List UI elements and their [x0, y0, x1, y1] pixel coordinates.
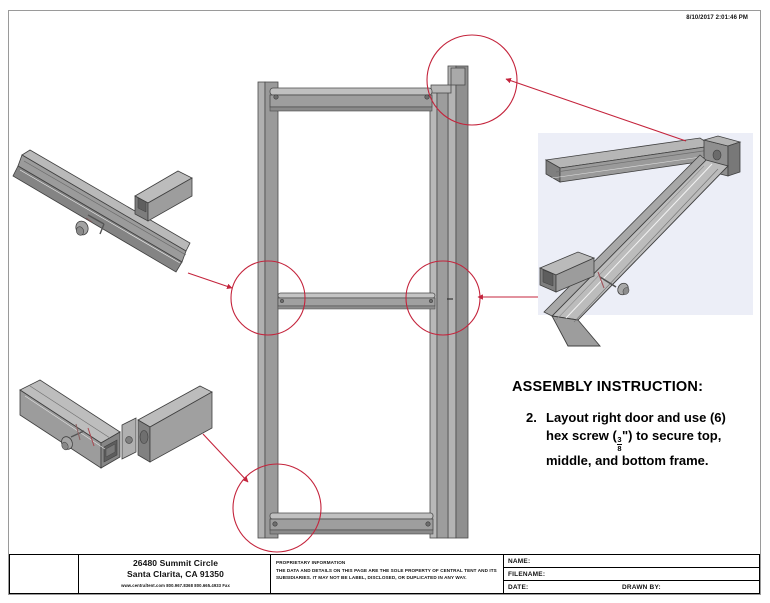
hex-screw-detail-right-render — [597, 271, 630, 296]
hex-screw-middle-right — [428, 298, 434, 304]
proprietary-body-text: THE DATA AND DETAILS ON THIS PAGE ARE TH… — [276, 568, 497, 581]
hex-screw-top-left — [273, 94, 279, 100]
title-block-address-cell: 26480 Summit Circle Santa Clarita, CA 91… — [79, 555, 271, 593]
address-line-1: 26480 Summit Circle — [132, 558, 219, 568]
field-label-name: NAME: — [508, 557, 531, 565]
instruction-text-before: Layout right door and use (6) hex screw … — [546, 410, 726, 443]
top-cross-member — [269, 87, 433, 112]
title-block-proprietary-cell: PROPRIETARY INFORMATION THE DATA AND DET… — [271, 555, 504, 593]
assembly-instruction-block: ASSEMBLY INSTRUCTION: 2. Layout right do… — [512, 379, 752, 470]
leader-line-middle-left — [187, 272, 233, 290]
detail-view-top-right-3d — [538, 133, 753, 347]
right-vertical-jamb-post — [447, 65, 469, 539]
field-label-filename: FILENAME: — [508, 570, 546, 578]
title-block: 26480 Summit Circle Santa Clarita, CA 91… — [9, 554, 760, 594]
render-background — [538, 133, 753, 315]
instruction-step-text: Layout right door and use (6) hex screw … — [546, 409, 744, 470]
main-door-frame-elevation — [257, 65, 469, 539]
leader-line-bottom-left — [202, 433, 249, 483]
hex-screw-middle-left — [279, 298, 285, 304]
field-label-date: DATE: — [508, 583, 529, 591]
fraction-numerator: 3 — [616, 435, 622, 445]
detail-circle-middle-right — [405, 260, 481, 336]
field-row-date-drawnby[interactable]: DATE: DRAWN BY: — [504, 581, 759, 593]
middle-cross-member — [277, 292, 453, 310]
right-inner-post — [429, 89, 449, 539]
instruction-text-after: ") to secure top, middle, and bottom fra… — [546, 428, 722, 468]
hex-screw-top-right — [424, 94, 430, 100]
leader-line-top-right — [505, 78, 687, 142]
title-block-fields-cell: NAME: FILENAME: DATE: DRAWN BY: — [504, 555, 759, 593]
right-post-top-cap — [430, 67, 466, 94]
detail-view-bottom-left-3d — [19, 379, 213, 469]
timestamp-label: 8/10/2017 2:01:46 PM — [686, 15, 748, 21]
assembly-instruction-item: 2. Layout right door and use (6) hex scr… — [526, 409, 752, 470]
hex-screw-bottom-left — [272, 521, 278, 527]
address-web-contact-line: www.centraltent.com 800.967.8368 800.665… — [121, 583, 230, 588]
hex-screw-detail-lower-left — [61, 423, 85, 451]
address-line-2: Santa Clarita, CA 91350 — [127, 569, 224, 579]
instruction-step-number: 2. — [526, 410, 537, 425]
title-block-logo-cell — [10, 555, 79, 593]
detail-circle-bottom — [232, 463, 322, 553]
field-row-filename[interactable]: FILENAME: — [504, 568, 759, 581]
sheet-border — [8, 10, 761, 595]
detail-view-middle-left-3d — [12, 149, 193, 273]
detail-circle-top — [426, 34, 518, 126]
hex-screw-detail-upper-left — [75, 214, 105, 236]
proprietary-heading: PROPRIETARY INFORMATION — [276, 560, 346, 565]
field-row-name[interactable]: NAME: — [504, 555, 759, 568]
field-label-drawn-by: DRAWN BY: — [622, 583, 661, 591]
fraction-denominator: 8 — [617, 443, 622, 453]
hex-screw-bottom-right — [425, 521, 431, 527]
detail-circle-middle-left — [230, 260, 306, 336]
left-vertical-post — [257, 81, 279, 539]
bottom-cross-member — [269, 512, 434, 535]
assembly-instruction-heading: ASSEMBLY INSTRUCTION: — [512, 379, 704, 395]
